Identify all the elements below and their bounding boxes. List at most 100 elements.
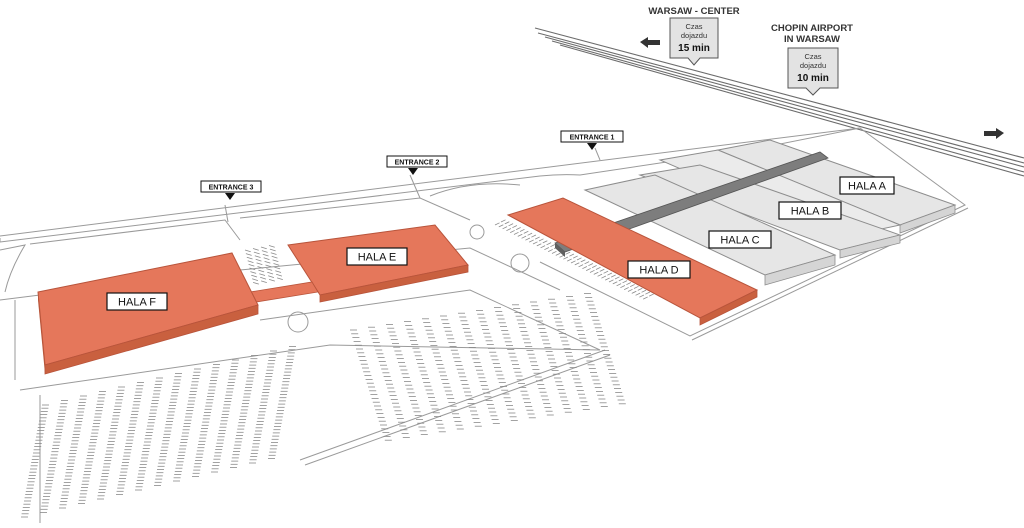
parking-stall <box>269 248 276 252</box>
parking-lot-south-center <box>350 293 626 441</box>
parking-stall <box>502 226 508 230</box>
parking-stall <box>551 250 557 254</box>
parking-stall <box>527 232 533 236</box>
airport-title-2: IN WARSAW <box>784 34 840 45</box>
parking-stall <box>262 253 269 257</box>
parking-stall <box>271 255 278 259</box>
parking-stall <box>626 282 632 286</box>
parking-stall <box>643 296 648 300</box>
parking-stall <box>641 289 647 293</box>
parking-stall <box>265 264 272 268</box>
parking-stall <box>251 274 258 278</box>
parking-stall <box>248 264 255 267</box>
arrow-right-icon <box>984 128 1004 139</box>
hall-label-b[interactable]: HALA B <box>778 201 842 220</box>
warsaw-time-caption-2: dojazdu <box>681 31 707 40</box>
parking-stall <box>589 269 595 273</box>
parking-stall <box>569 253 575 257</box>
parking-stall <box>276 277 283 281</box>
parking-stall <box>268 279 275 282</box>
parking-stall <box>519 228 525 232</box>
parking-stall <box>508 223 514 227</box>
parking-stall <box>608 279 614 283</box>
parking-stall <box>256 262 263 266</box>
parking-stall <box>525 237 531 241</box>
entrance-3[interactable]: ENTRANCE 3 <box>200 180 262 200</box>
hall-label-d[interactable]: HALA D <box>627 260 691 279</box>
parking-stall <box>273 263 280 266</box>
parking-stall <box>252 282 259 285</box>
parking-stall <box>582 266 588 270</box>
parking-stall <box>592 265 597 268</box>
parking-stall <box>565 251 571 255</box>
parking-stall <box>580 259 586 263</box>
parking-stall <box>272 259 279 263</box>
parking-stall <box>517 233 523 237</box>
entrance-1[interactable]: ENTRANCE 1 <box>560 130 624 150</box>
parking-stall <box>540 245 546 249</box>
parking-stall <box>513 231 519 235</box>
parking-stall <box>244 249 251 253</box>
parking-stall <box>494 222 500 226</box>
parking-stall <box>264 261 271 264</box>
hall-label-f[interactable]: HALA F <box>106 292 168 311</box>
parking-stall <box>258 269 265 273</box>
parking-stall <box>622 280 628 284</box>
parking-stall <box>253 251 260 255</box>
parking-stall <box>645 291 651 295</box>
parking-stall <box>504 221 510 225</box>
hall-label-a[interactable]: HALA A <box>839 176 895 195</box>
hall-label-c[interactable]: HALA C <box>708 230 772 249</box>
hall-a-label: HALA A <box>848 181 887 193</box>
entrance-marker-icon <box>587 143 597 150</box>
destination-chopin-airport: CHOPIN AIRPORT IN WARSAW Czas dojazdu 10… <box>771 23 853 96</box>
parking-stall <box>257 266 264 269</box>
parking-stall <box>595 266 601 270</box>
parking-lot-south-west <box>21 346 296 518</box>
parking-stall <box>601 275 607 279</box>
parking-stall <box>260 246 267 250</box>
parking-stall <box>275 270 282 273</box>
hall-b-label: HALA B <box>791 206 830 218</box>
hall-labels: HALA A HALA B HALA C HALA D HALA E HALA … <box>106 176 895 311</box>
parking-stall <box>605 277 610 281</box>
parking-stall <box>574 262 580 266</box>
parking-stall <box>555 252 561 256</box>
highway <box>534 27 1024 177</box>
parking-stall <box>252 278 259 281</box>
entrance-2[interactable]: ENTRANCE 2 <box>386 155 448 175</box>
parking-stall <box>268 245 275 248</box>
arrow-left-icon <box>640 37 660 48</box>
hall-d-label: HALA D <box>639 265 678 277</box>
parking-stall <box>603 270 609 274</box>
parking-stall <box>593 271 599 275</box>
parking-stall <box>597 273 603 277</box>
parking-stall <box>612 281 618 285</box>
parking-stall <box>276 273 283 277</box>
parking-stall <box>607 272 613 276</box>
parking-stall <box>614 276 620 280</box>
parking-stall <box>512 225 518 229</box>
new-halls <box>37 197 759 375</box>
hall-label-e[interactable]: HALA E <box>346 247 408 266</box>
entrance-2-label: ENTRANCE 2 <box>395 160 440 167</box>
hall-f-label: HALA F <box>118 297 156 309</box>
parking-stall <box>618 278 624 282</box>
parking-stall <box>616 283 622 287</box>
parking-stall <box>245 253 252 256</box>
parking-stall <box>510 230 515 233</box>
parking-stall <box>259 273 266 276</box>
parking-lot-center <box>244 245 283 285</box>
parking-stall <box>567 258 572 262</box>
parking-stall <box>263 257 270 260</box>
parking-stall <box>538 238 544 242</box>
parking-stall <box>630 284 635 287</box>
parking-stall <box>536 243 542 247</box>
airport-time-caption-2: dojazdu <box>800 61 826 70</box>
parking-stall <box>270 252 277 255</box>
parking-stall <box>249 267 256 271</box>
warsaw-center-title: WARSAW - CENTER <box>648 6 739 17</box>
airport-time-caption-1: Czas <box>804 52 821 61</box>
parking-stall <box>250 271 257 274</box>
